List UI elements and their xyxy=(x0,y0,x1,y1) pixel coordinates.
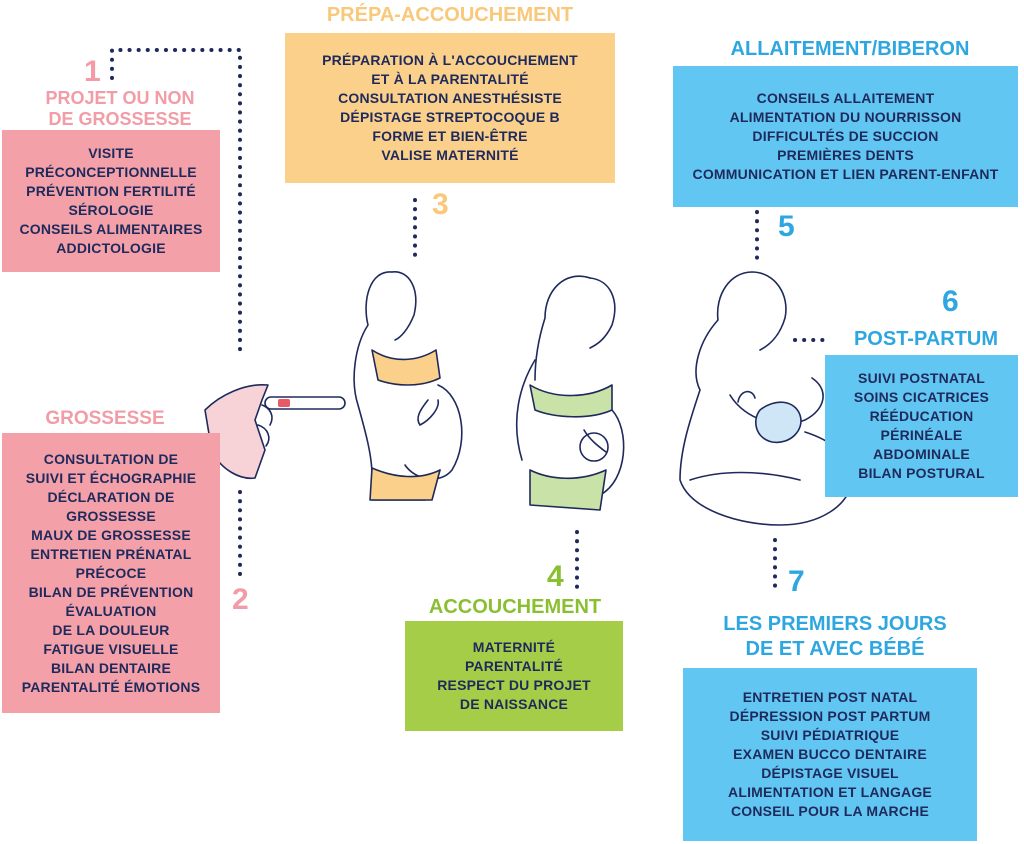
step-3-item: FORME ET BIEN-ÊTRE xyxy=(372,128,528,144)
step-2-item: FATIGUE VISUELLE xyxy=(43,640,179,657)
step-2-item: DE LA DOULEUR xyxy=(52,621,170,638)
step-6-number: 6 xyxy=(942,285,959,318)
step-7-box: ENTRETIEN POST NATAL DÉPRESSION POST PAR… xyxy=(683,668,977,841)
step-6-item: SUIVI POSTNATAL xyxy=(858,370,985,386)
connector-step-1 xyxy=(110,48,242,352)
step-1-item: VISITE xyxy=(88,145,134,161)
step-5-number: 5 xyxy=(778,210,795,243)
step-5-title-line-1: ALLAITEMENT/BIBERON xyxy=(730,38,970,60)
step-3-item: PRÉPARATION À L'ACCOUCHEMENT xyxy=(322,52,578,68)
step-6-item: BILAN POSTURAL xyxy=(858,465,985,481)
step-4-box: MATERNITÉ PARENTALITÉ RESPECT DU PROJET … xyxy=(405,621,623,731)
step-2-item: BILAN DE PRÉVENTION xyxy=(28,583,194,600)
step-2-item: CONSULTATION DE xyxy=(43,450,179,467)
step-7-item: SUIVI PÉDIATRIQUE xyxy=(760,727,900,743)
step-4-title-line-1: ACCOUCHEMENT xyxy=(428,596,602,618)
step-2-item: ÉVALUATION xyxy=(65,602,157,619)
pregnant-woman-2-icon xyxy=(515,275,625,511)
step-7-item: CONSEIL POUR LA MARCHE xyxy=(730,803,930,819)
step-2-title: GROSSESSE xyxy=(30,408,180,430)
step-3-item: CONSULTATION ANESTHÉSISTE xyxy=(338,90,562,106)
step-3-item: VALISE MATERNITÉ xyxy=(381,147,519,163)
step-5-title: ALLAITEMENT/BIBERON xyxy=(690,38,1010,60)
step-7-item: ALIMENTATION ET LANGAGE xyxy=(728,784,932,800)
step-1-item: CONSEILS ALIMENTAIRES xyxy=(19,221,203,237)
step-4-item: RESPECT DU PROJET xyxy=(437,677,591,693)
step-2-item: PARENTALITÉ ÉMOTIONS xyxy=(21,678,201,695)
step-1-title-line-2: DE GROSSESSE xyxy=(48,109,192,129)
step-7-item: DÉPISTAGE VISUEL xyxy=(761,765,899,781)
step-7-title-line-2: DE ET AVEC BÉBÉ xyxy=(745,638,925,660)
step-2-item: GROSSESSE xyxy=(66,507,156,524)
step-2-number: 2 xyxy=(232,583,249,616)
step-3-number: 3 xyxy=(432,188,449,221)
step-2-item: DÉCLARATION DE xyxy=(47,488,175,505)
step-4-number: 4 xyxy=(547,560,564,593)
step-2-item: ENTRETIEN PRÉNATAL xyxy=(30,545,192,562)
step-3-title: PRÉPA-ACCOUCHEMENT xyxy=(300,4,600,26)
step-4-item: DE NAISSANCE xyxy=(459,696,569,712)
step-7-number: 7 xyxy=(788,565,805,598)
pregnant-woman-1-icon xyxy=(353,271,463,501)
step-6-item: SOINS CICATRICES xyxy=(853,389,990,405)
pregnancy-test-icon xyxy=(204,384,346,479)
step-6-title-line-1: POST-PARTUM xyxy=(853,328,999,350)
step-5-box: CONSEILS ALLAITEMENT ALIMENTATION DU NOU… xyxy=(673,66,1018,207)
step-1-box: VISITE PRÉCONCEPTIONNELLE PRÉVENTION FER… xyxy=(2,130,220,272)
step-4-item: PARENTALITÉ xyxy=(464,658,564,674)
step-7-title: LES PREMIERS JOURS DE ET AVEC BÉBÉ xyxy=(690,612,980,662)
step-6-item: ABDOMINALE xyxy=(873,446,970,462)
step-1-item: PRÉVENTION FERTILITÉ xyxy=(26,183,196,199)
step-1-item: PRÉCONCEPTIONNELLE xyxy=(25,164,197,180)
step-2-box: CONSULTATION DE SUIVI ET ÉCHOGRAPHIE DÉC… xyxy=(2,433,220,713)
step-5-item: CONSEILS ALLAITEMENT xyxy=(756,90,935,106)
step-6-item: PÉRINÉALE xyxy=(880,427,963,443)
step-4-item: MATERNITÉ xyxy=(472,639,556,655)
step-3-box: PRÉPARATION À L'ACCOUCHEMENT ET À LA PAR… xyxy=(285,33,615,183)
step-5-item: ALIMENTATION DU NOURRISSON xyxy=(729,109,962,125)
step-2-item: PRÉCOCE xyxy=(75,564,147,581)
step-5-item: PREMIÈRES DENTS xyxy=(777,147,914,163)
step-7-item: DÉPRESSION POST PARTUM xyxy=(729,708,931,724)
step-1-item: ADDICTOLOGIE xyxy=(56,240,166,256)
step-6-box: SUIVI POSTNATAL SOINS CICATRICES RÉÉDUCA… xyxy=(825,355,1018,497)
step-5-item: COMMUNICATION ET LIEN PARENT-ENFANT xyxy=(692,166,999,182)
step-7-item: ENTRETIEN POST NATAL xyxy=(742,689,918,705)
step-6-item: RÉÉDUCATION xyxy=(869,408,974,424)
step-6-title: POST-PARTUM xyxy=(836,328,1016,350)
step-2-item: MAUX DE GROSSESSE xyxy=(31,526,191,543)
step-3-item: ET À LA PARENTALITÉ xyxy=(371,71,529,87)
step-3-item: DÉPISTAGE STREPTOCOQUE B xyxy=(340,109,560,125)
step-1-number: 1 xyxy=(84,55,101,88)
step-5-item: DIFFICULTÉS DE SUCCION xyxy=(752,128,939,144)
step-1-item: SÉROLOGIE xyxy=(68,202,154,218)
step-2-title-line-1: GROSSESSE xyxy=(45,408,165,429)
step-1-title-line-1: PROJET OU NON xyxy=(45,88,195,108)
step-4-title: ACCOUCHEMENT xyxy=(400,596,630,618)
step-2-item: SUIVI ET ÉCHOGRAPHIE xyxy=(25,469,197,486)
step-2-item: BILAN DENTAIRE xyxy=(51,659,171,676)
step-1-title: PROJET OU NON DE GROSSESSE xyxy=(20,88,220,130)
step-3-title-line-1: PRÉPA-ACCOUCHEMENT xyxy=(326,4,574,26)
step-7-item: EXAMEN BUCCO DENTAIRE xyxy=(733,746,927,762)
step-7-title-line-1: LES PREMIERS JOURS xyxy=(723,613,947,635)
